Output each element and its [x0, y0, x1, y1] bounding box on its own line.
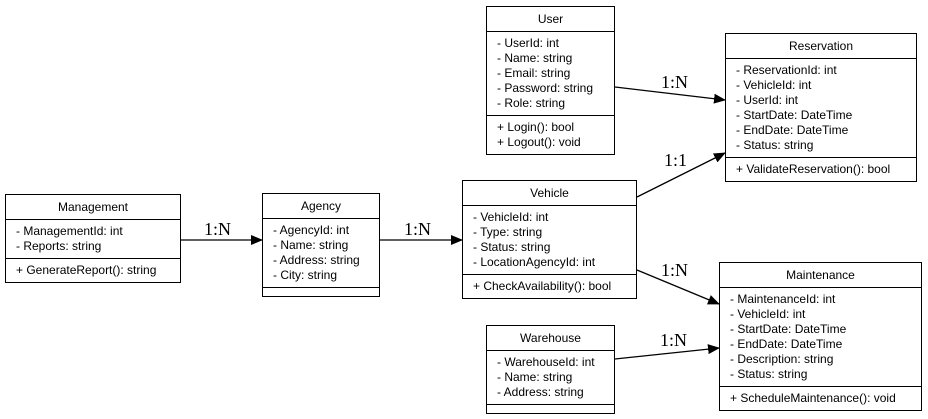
class-attributes: - MaintenanceId: int- VehicleId: int- St…	[720, 288, 921, 387]
class-warehouse: Warehouse - WarehouseId: int- Name: stri…	[486, 325, 615, 414]
class-attribute: - Status: string	[473, 240, 551, 254]
class-attribute: - VehicleId: int	[473, 210, 549, 224]
class-operation: + Login(): bool	[497, 120, 575, 134]
class-attribute: - ReservationId: int	[736, 63, 837, 77]
class-attributes: - WarehouseId: int- Name: string- Addres…	[487, 351, 614, 405]
class-attribute: - Reports: string	[16, 239, 102, 253]
class-operation: + CheckAvailability(): bool	[473, 279, 612, 293]
class-attribute: - UserId: int	[497, 36, 560, 50]
class-attribute: - City: string	[273, 268, 338, 282]
class-attribute: - EndDate: DateTime	[730, 337, 843, 351]
class-attribute: - WarehouseId: int	[497, 355, 595, 369]
class-attribute: - VehicleId: int	[730, 307, 806, 321]
class-operation: + GenerateReport(): string	[16, 263, 157, 277]
class-operations: + Login(): bool+ Logout(): void	[487, 116, 614, 154]
class-operations: + GenerateReport(): string	[6, 259, 180, 282]
class-name: Warehouse	[487, 326, 614, 351]
class-agency: Agency - AgencyId: int- Name: string- Ad…	[262, 193, 380, 297]
class-attributes: - AgencyId: int- Name: string- Address: …	[263, 219, 379, 288]
class-name: Reservation	[726, 34, 916, 59]
class-name: Agency	[263, 194, 379, 219]
class-attribute: - EndDate: DateTime	[736, 123, 849, 137]
class-vehicle: Vehicle - VehicleId: int- Type: string- …	[462, 180, 637, 299]
class-attribute: - StartDate: DateTime	[730, 322, 847, 336]
class-attributes: - UserId: int- Name: string- Email: stri…	[487, 32, 614, 116]
class-operation: + Logout(): void	[497, 135, 581, 149]
class-operations: + CheckAvailability(): bool	[463, 275, 636, 298]
class-name: Maintenance	[720, 263, 921, 288]
class-name: Management	[6, 195, 180, 220]
class-attribute: - Status: string	[736, 138, 814, 152]
class-attribute: - LocationAgencyId: int	[473, 255, 596, 269]
class-attribute: - Status: string	[730, 367, 808, 381]
class-attribute: - UserId: int	[736, 93, 799, 107]
class-attribute: - Role: string	[497, 96, 566, 110]
class-operations: + ScheduleMaintenance(): void	[720, 387, 921, 410]
multiplicity-label: 1:N	[404, 219, 431, 239]
class-attribute: - Description: string	[730, 352, 834, 366]
multiplicity-label: 1:N	[204, 219, 231, 239]
class-attribute: - Address: string	[497, 385, 584, 399]
class-attribute: - Address: string	[273, 253, 360, 267]
class-name: Vehicle	[463, 181, 636, 206]
class-management: Management - ManagementId: int- Reports:…	[5, 194, 181, 283]
multiplicity-label: 1:N	[661, 72, 688, 92]
multiplicity-label: 1:N	[660, 330, 687, 350]
class-attribute: - Password: string	[497, 81, 594, 95]
class-attributes: - ManagementId: int- Reports: string	[6, 220, 180, 259]
class-operation: + ScheduleMaintenance(): void	[730, 391, 896, 405]
class-attributes: - VehicleId: int- Type: string- Status: …	[463, 206, 636, 275]
relation-vehicle-reservation	[636, 152, 726, 198]
class-attribute: - ManagementId: int	[16, 224, 123, 238]
class-operations	[263, 288, 379, 296]
class-operations	[487, 405, 614, 413]
multiplicity-label: 1:N	[661, 260, 688, 280]
multiplicity-label: 1:1	[664, 150, 687, 170]
class-attribute: - Name: string	[497, 51, 573, 65]
class-user: User - UserId: int- Name: string- Email:…	[486, 6, 615, 155]
class-attribute: - Type: string	[473, 225, 543, 239]
relation-user-reservation	[614, 86, 726, 104]
class-attribute: - MaintenanceId: int	[730, 292, 836, 306]
class-attribute: - VehicleId: int	[736, 78, 812, 92]
class-attribute: - AgencyId: int	[273, 223, 350, 237]
class-operations: + ValidateReservation(): bool	[726, 158, 916, 181]
class-attributes: - ReservationId: int- VehicleId: int- Us…	[726, 59, 916, 158]
relation-warehouse-maintenance	[614, 344, 720, 360]
class-attribute: - Email: string	[497, 66, 571, 80]
class-attribute: - StartDate: DateTime	[736, 108, 853, 122]
class-name: User	[487, 7, 614, 32]
relation-vehicle-maintenance	[636, 269, 720, 305]
class-operation: + ValidateReservation(): bool	[736, 162, 891, 176]
class-attribute: - Name: string	[273, 238, 349, 252]
class-reservation: Reservation - ReservationId: int- Vehicl…	[725, 33, 917, 182]
class-attribute: - Name: string	[497, 370, 573, 384]
class-maintenance: Maintenance - MaintenanceId: int- Vehicl…	[719, 262, 922, 411]
